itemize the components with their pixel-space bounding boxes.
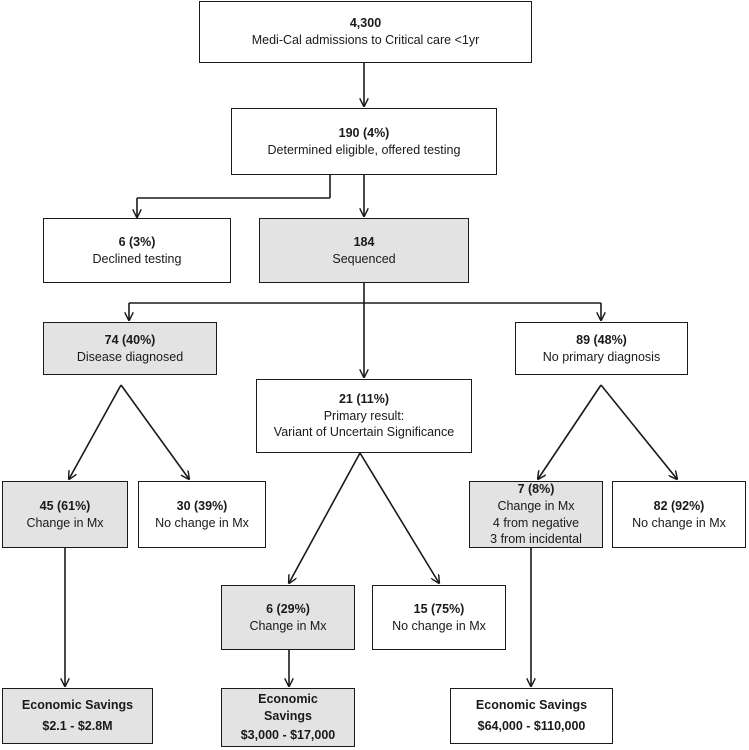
node-count: 89 (48%): [576, 332, 627, 347]
savings-title-line2: Savings: [264, 708, 312, 723]
node-label: No change in Mx: [632, 515, 726, 530]
node-vus-change: 6 (29%) Change in Mx: [221, 585, 355, 650]
savings-title: Economic Savings: [475, 698, 588, 713]
node-count: 6 (3%): [118, 234, 156, 249]
arrow-vus-to-change: [289, 452, 361, 583]
node-label-line3: 3 from incidental: [490, 532, 582, 547]
node-label: Sequenced: [332, 251, 396, 266]
arrow-diagnosed-to-nochange: [120, 384, 189, 479]
node-count: 82 (92%): [653, 498, 705, 513]
node-label: Determined eligible, offered testing: [267, 142, 461, 157]
node-count: 190 (4%): [338, 125, 390, 140]
node-diagnosed-change: 45 (61%) Change in Mx: [2, 481, 128, 548]
savings-value: $3,000 - $17,000: [240, 728, 336, 743]
node-nodiag-no-change: 82 (92%) No change in Mx: [612, 481, 746, 548]
node-savings-diagnosed: Economic Savings $2.1 - $2.8M: [2, 688, 153, 744]
node-label: Change in Mx: [26, 515, 104, 530]
node-count: 15 (75%): [413, 601, 465, 616]
node-label-line2: Variant of Uncertain Significance: [273, 425, 455, 440]
node-count: 45 (61%): [39, 498, 91, 513]
node-no-primary-diagnosis: 89 (48%) No primary diagnosis: [515, 322, 688, 375]
arrow-diagnosed-to-change: [69, 384, 122, 479]
node-nodiag-change: 7 (8%) Change in Mx 4 from negative 3 fr…: [469, 481, 603, 548]
node-variant-uncertain: 21 (11%) Primary result: Variant of Unce…: [256, 379, 472, 453]
savings-title-line1: Economic: [258, 691, 318, 706]
node-label: Change in Mx: [249, 618, 327, 633]
node-label-line2: 4 from negative: [492, 515, 580, 530]
node-label: No change in Mx: [155, 515, 249, 530]
node-label: Medi-Cal admissions to Critical care <1y…: [251, 33, 480, 47]
node-count: 6 (29%): [266, 601, 310, 616]
node-savings-no-primary: Economic Savings $64,000 - $110,000: [450, 688, 613, 744]
node-eligible: 190 (4%) Determined eligible, offered te…: [231, 108, 497, 175]
arrow-vus-to-nochange: [359, 452, 439, 583]
node-label: No change in Mx: [392, 618, 486, 633]
node-root-admissions: 4,300 Medi-Cal admissions to Critical ca…: [199, 1, 532, 63]
node-savings-vus: Economic Savings $3,000 - $17,000: [221, 688, 355, 747]
node-label-line1: Change in Mx: [497, 498, 575, 513]
node-count: 30 (39%): [176, 498, 228, 513]
node-diagnosed-no-change: 30 (39%) No change in Mx: [138, 481, 266, 548]
node-count: 7 (8%): [517, 481, 555, 496]
savings-title: Economic Savings: [21, 698, 134, 713]
arrow-noprimary-to-change: [538, 384, 602, 479]
node-label: Declined testing: [92, 251, 182, 266]
node-label-line1: Primary result:: [323, 408, 405, 423]
arrow-noprimary-to-nochange: [600, 384, 677, 479]
node-count: 4,300: [349, 16, 382, 31]
savings-value: $2.1 - $2.8M: [42, 719, 113, 733]
node-label: No primary diagnosis: [542, 349, 661, 364]
node-declined: 6 (3%) Declined testing: [43, 218, 231, 283]
node-count: 74 (40%): [104, 332, 156, 347]
node-vus-no-change: 15 (75%) No change in Mx: [372, 585, 506, 650]
node-count: 184: [353, 234, 375, 249]
savings-value: $64,000 - $110,000: [477, 719, 586, 733]
node-label: Disease diagnosed: [76, 349, 184, 364]
node-disease-diagnosed: 74 (40%) Disease diagnosed: [43, 322, 217, 375]
node-count: 21 (11%): [338, 391, 390, 406]
node-sequenced: 184 Sequenced: [259, 218, 469, 283]
